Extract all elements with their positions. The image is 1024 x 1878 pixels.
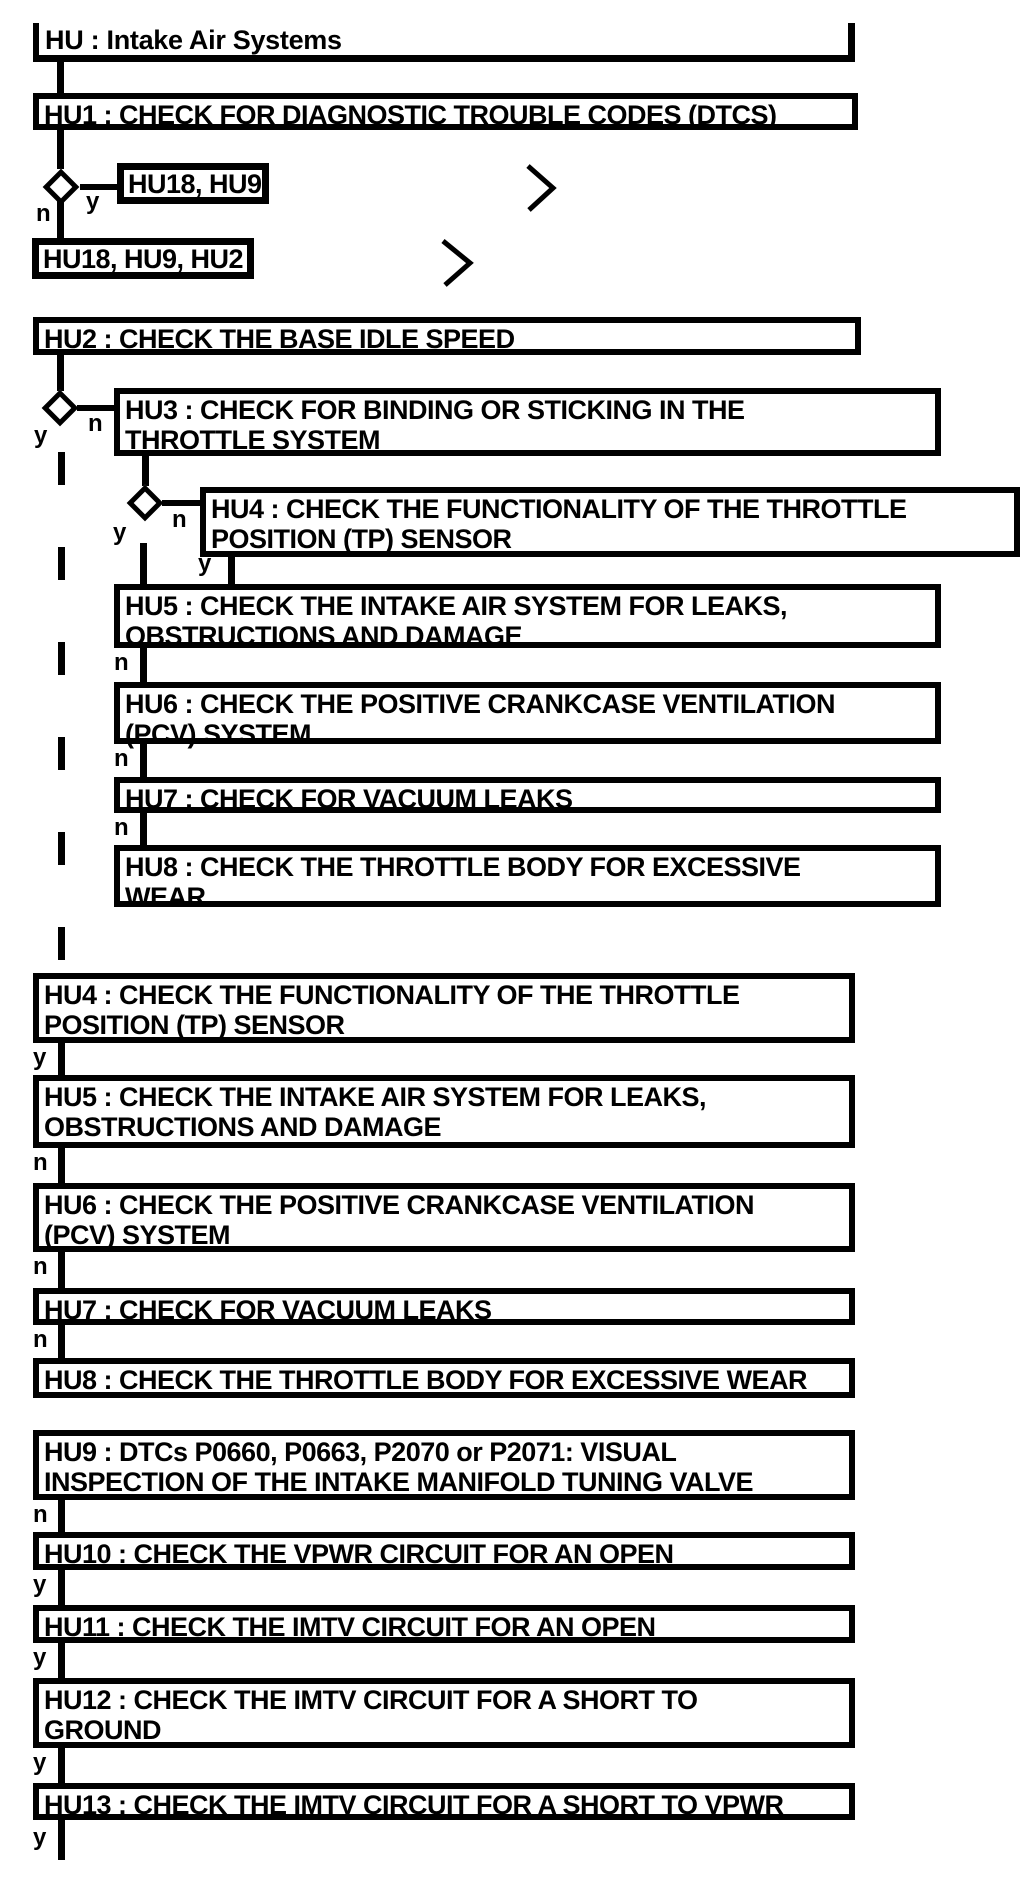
node-hu7-nested-text: HU7 : CHECK FOR VACUUM LEAKS [125,784,573,814]
connector-hu3-decision [142,456,149,486]
node-hu6: HU6 : CHECK THE POSITIVE CRANKCASE VENTI… [33,1183,855,1252]
node-hu8-nested-line1: HU8 : CHECK THE THROTTLE BODY FOR EXCESS… [125,852,801,882]
connector-title-hu1 [57,62,64,93]
decision-after-hu3 [126,484,164,522]
node-hu10: HU10 : CHECK THE VPWR CIRCUIT FOR AN OPE… [33,1532,855,1570]
connector-hu7-hu8 [58,1325,65,1358]
node-hu5-nested: HU5 : CHECK THE INTAKE AIR SYSTEM FOR LE… [114,584,941,651]
branch-label-no: n [33,1253,48,1280]
connector-hu5nested-hu6nested [140,648,147,682]
node-hu5-nested-line2: OBSTRUCTIONS AND DAMAGE [125,621,523,651]
node-hu5-line1: HU5 : CHECK THE INTAKE AIR SYSTEM FOR LE… [44,1082,707,1112]
connector-decisionyes-hu5nested [140,543,147,584]
continuation-chevron-icon [441,239,474,287]
node-hu5-line2: OBSTRUCTIONS AND DAMAGE [44,1112,442,1142]
branch-label-no: n [88,410,103,437]
node-hu12-line1: HU12 : CHECK THE IMTV CIRCUIT FOR A SHOR… [44,1685,698,1715]
node-hu8-text: HU8 : CHECK THE THROTTLE BODY FOR EXCESS… [44,1365,808,1395]
connector-hu5-hu6 [58,1148,65,1183]
node-hu2: HU2 : CHECK THE BASE IDLE SPEED [33,317,861,355]
node-hu8-nested-line2: WEAR [125,882,206,912]
connector-decision-hu4nested [162,500,202,506]
node-hu2-text: HU2 : CHECK THE BASE IDLE SPEED [44,324,515,354]
node-hu4-line1: HU4 : CHECK THE FUNCTIONALITY OF THE THR… [44,980,740,1010]
node-hu6-nested-line1: HU6 : CHECK THE POSITIVE CRANKCASE VENTI… [125,689,836,719]
node-hu6-nested-line2: (PCV) SYSTEM [125,719,312,749]
branch-label-yes: y [34,422,48,449]
node-hu9: HU9 : DTCs P0660, P0663, P2070 or P2071:… [33,1430,855,1500]
connector-hu7nested-hu8nested [140,813,147,845]
node-hu9-line1: HU9 : DTCs P0660, P0663, P2070 or P2071:… [44,1437,677,1467]
connector-decision-hu3 [77,405,114,411]
connector-decision-hu18hu9 [80,184,117,190]
branch-label-no: n [33,1149,48,1176]
connector-hu2-decision [57,355,64,391]
branch-label-yes: y [33,1044,47,1071]
node-hu6-line2: (PCV) SYSTEM [44,1220,231,1250]
node-hu1: HU1 : CHECK FOR DIAGNOSTIC TROUBLE CODES… [33,93,858,130]
node-hu8: HU8 : CHECK THE THROTTLE BODY FOR EXCESS… [33,1358,855,1398]
decision-after-hu2 [41,389,79,427]
node-hu10-text: HU10 : CHECK THE VPWR CIRCUIT FOR AN OPE… [44,1539,674,1569]
branch-label-no: n [114,649,129,676]
branch-label-yes: y [33,1644,47,1671]
connector-hu4nested-hu5nested [228,557,235,584]
node-hu13: HU13 : CHECK THE IMTV CIRCUIT FOR A SHOR… [33,1783,855,1820]
node-hu4-line2: POSITION (TP) SENSOR [44,1010,345,1040]
connector-hu6nested-hu7nested [140,744,147,777]
node-hu5-nested-line1: HU5 : CHECK THE INTAKE AIR SYSTEM FOR LE… [125,591,788,621]
branch-label-yes: y [86,188,100,215]
node-hu9-line2: INSPECTION OF THE INTAKE MANIFOLD TUNING… [44,1467,754,1497]
connector-hu11-hu12 [58,1643,65,1678]
continuation-chevron-icon [526,164,557,212]
node-hu5: HU5 : CHECK THE INTAKE AIR SYSTEM FOR LE… [33,1075,855,1148]
branch-label-no: n [33,1501,48,1528]
connector-hu6-hu7 [58,1252,65,1288]
node-hu4: HU4 : CHECK THE FUNCTIONALITY OF THE THR… [33,973,855,1043]
node-hu13-text: HU13 : CHECK THE IMTV CIRCUIT FOR A SHOR… [44,1790,784,1820]
node-hu-title: HU : Intake Air Systems [33,23,855,62]
node-hu4-nested-line2: POSITION (TP) SENSOR [211,524,512,554]
node-hu12: HU12 : CHECK THE IMTV CIRCUIT FOR A SHOR… [33,1678,855,1748]
node-hu8-nested: HU8 : CHECK THE THROTTLE BODY FOR EXCESS… [114,845,941,912]
connector-dashed-hu2yes-hu4 [58,452,65,973]
node-hu18-hu9-hu2: HU18, HU9, HU2 [32,238,254,279]
node-hu7: HU7 : CHECK FOR VACUUM LEAKS [33,1288,855,1325]
branch-label-yes: y [198,550,212,577]
node-hu3: HU3 : CHECK FOR BINDING OR STICKING IN T… [114,388,941,456]
node-hu3-line2: THROTTLE SYSTEM [125,425,381,455]
node-hu18-hu9-text: HU18, HU9 [128,169,262,199]
connector-hu1-decision [57,130,64,169]
node-hu-title-text: HU : Intake Air Systems [45,25,342,55]
node-hu11: HU11 : CHECK THE IMTV CIRCUIT FOR AN OPE… [33,1605,855,1643]
branch-label-yes: y [33,1824,47,1851]
node-hu3-line1: HU3 : CHECK FOR BINDING OR STICKING IN T… [125,395,745,425]
node-hu11-text: HU11 : CHECK THE IMTV CIRCUIT FOR AN OPE… [44,1612,656,1642]
branch-label-no: n [33,1326,48,1353]
node-hu1-text: HU1 : CHECK FOR DIAGNOSTIC TROUBLE CODES… [44,100,777,130]
node-hu18-hu9-hu2-text: HU18, HU9, HU2 [43,244,244,274]
node-hu6-nested: HU6 : CHECK THE POSITIVE CRANKCASE VENTI… [114,682,941,749]
branch-label-yes: y [33,1571,47,1598]
node-hu4-nested-line1: HU4 : CHECK THE FUNCTIONALITY OF THE THR… [211,494,907,524]
branch-label-no: n [114,745,129,772]
node-hu7-text: HU7 : CHECK FOR VACUUM LEAKS [44,1295,492,1325]
node-hu6-line1: HU6 : CHECK THE POSITIVE CRANKCASE VENTI… [44,1190,755,1220]
branch-label-no: n [172,506,187,533]
branch-label-no: n [36,200,51,227]
node-hu4-nested: HU4 : CHECK THE FUNCTIONALITY OF THE THR… [200,487,1020,557]
node-hu7-nested: HU7 : CHECK FOR VACUUM LEAKS [114,777,941,814]
connector-hu9-hu10 [58,1500,65,1532]
connector-hu12-hu13 [58,1748,65,1783]
connector-hu4-hu5 [58,1043,65,1075]
connector-decision-hu18hu9hu2 [57,200,64,238]
node-hu18-hu9: HU18, HU9 [117,163,269,204]
node-hu12-line2: GROUND [44,1715,162,1745]
branch-label-no: n [114,814,129,841]
branch-label-yes: y [113,519,127,546]
branch-label-yes: y [33,1749,47,1776]
connector-hu10-hu11 [58,1570,65,1605]
connector-hu13-continuation [58,1820,65,1860]
